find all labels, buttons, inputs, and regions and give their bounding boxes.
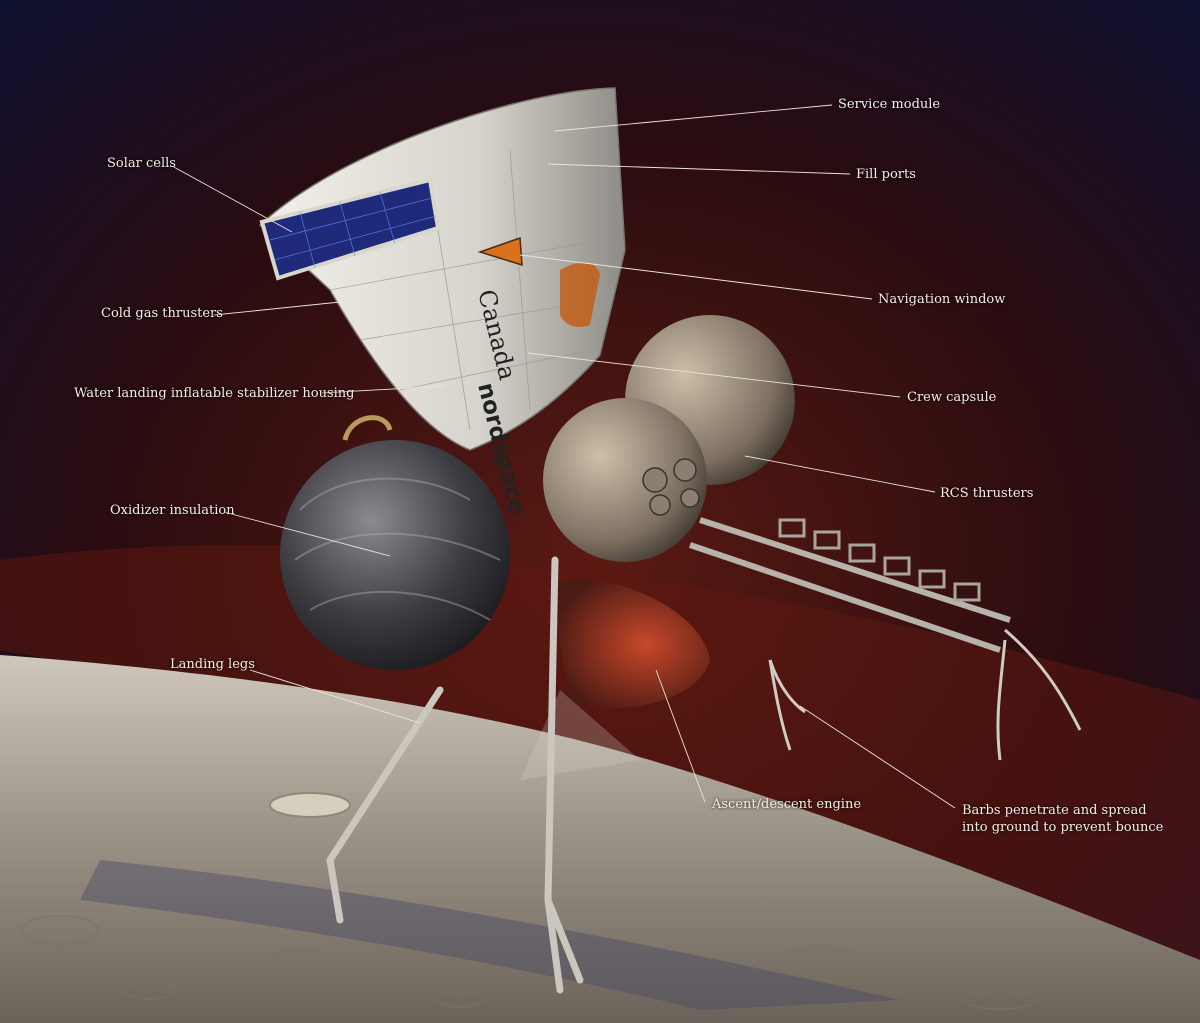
side-window — [560, 262, 600, 327]
label-barbs-line1: Barbs penetrate and spread — [962, 803, 1147, 818]
oxidizer-tank — [280, 415, 510, 670]
navigation-window — [477, 236, 523, 267]
leader-cold-gas-thrusters — [213, 301, 341, 316]
surface-craters — [21, 915, 1036, 1010]
leader-rcs-thrusters — [744, 455, 936, 493]
leader-ascent-descent-engine — [655, 669, 706, 803]
label-cold-gas-thrusters: Cold gas thrusters — [101, 306, 223, 321]
leader-water-landing — [321, 385, 446, 394]
barbs — [768, 628, 1082, 761]
label-fill-ports: Fill ports — [856, 167, 916, 182]
leader-landing-legs — [249, 669, 421, 724]
leader-crew-capsule — [527, 352, 901, 398]
label-oxidizer-insulation: Oxidizer insulation — [110, 503, 235, 518]
landing-leg-center — [544, 556, 584, 994]
label-solar-cells: Solar cells — [107, 156, 176, 171]
leader-oxidizer-insulation — [223, 511, 391, 557]
label-navigation-window: Navigation window — [878, 292, 1006, 307]
shadow-streak — [80, 860, 900, 1010]
leader-barbs — [799, 705, 956, 809]
leader-navigation-window — [519, 254, 873, 300]
label-rcs-thrusters: RCS thrusters — [940, 486, 1034, 501]
solar-panel — [259, 177, 441, 281]
rcs-thruster-cluster — [642, 458, 700, 516]
label-landing-legs: Landing legs — [170, 657, 255, 672]
label-barbs: Barbs penetrate and spread into ground t… — [962, 802, 1163, 836]
footpad — [269, 792, 351, 818]
label-service-module: Service module — [838, 97, 941, 112]
leader-service-module — [554, 104, 833, 132]
landing-leg-left — [326, 686, 444, 924]
leader-fill-ports — [547, 163, 851, 175]
lander-arm-right — [689, 517, 1011, 653]
label-water-landing: Water landing inflatable stabilizer hous… — [74, 386, 355, 401]
engine-bell — [550, 579, 710, 708]
rcs-tank — [543, 315, 795, 562]
label-crew-capsule: Crew capsule — [907, 390, 997, 405]
label-ascent-descent-engine: Ascent/descent engine — [712, 797, 862, 812]
lunar-surface — [0, 655, 1200, 1023]
label-barbs-line2: into ground to prevent bounce — [962, 820, 1164, 835]
leader-solar-cells — [171, 165, 293, 233]
arm-lattice — [778, 518, 981, 602]
